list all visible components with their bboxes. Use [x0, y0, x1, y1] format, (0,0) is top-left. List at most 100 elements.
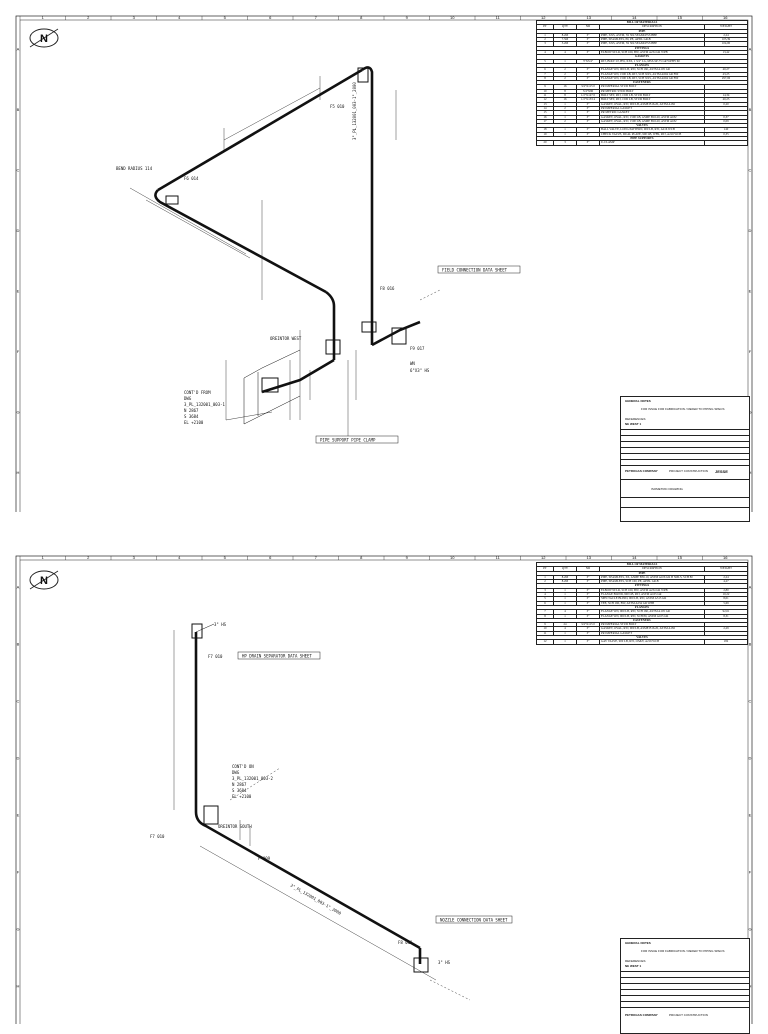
bom-section-row: FASTENERS	[536, 617, 748, 624]
dwg-ref-label: 3_PL_132001_003-1	[184, 402, 226, 407]
border-column-label: 9	[406, 15, 409, 20]
bom-cell-desc: U-CLAMP	[599, 140, 705, 146]
border-row-label: F	[17, 349, 20, 354]
border-column-label: 1	[42, 15, 45, 20]
border-column-label: 6	[269, 15, 272, 20]
bom-section-row: FASTENERS	[536, 80, 748, 86]
border-row-label: E	[749, 813, 752, 818]
f-label: F6 014	[184, 176, 199, 181]
orientation-label: OREINTOR WEST	[270, 336, 302, 341]
bom-cell-nd: 3"	[576, 639, 600, 645]
border-column-label: 14	[632, 555, 637, 560]
bom-cell-wt: 4,27	[704, 579, 748, 585]
border-row-label: G	[748, 409, 751, 414]
border-column-label: 10	[450, 15, 455, 20]
border-row-label: H	[17, 470, 20, 475]
bend-radius-label: BEND RADIUS 114	[116, 166, 153, 171]
border-column-label: 2	[87, 555, 90, 560]
n-coord-label: N 2867	[184, 408, 199, 413]
elevation-label: EL +2100	[232, 794, 252, 799]
bom-section-label: PIPE SUPPORTS	[536, 135, 748, 142]
dwg-label: DWG	[184, 396, 192, 401]
border-row-label: A	[749, 585, 752, 590]
border-row-label: C	[17, 699, 20, 704]
border-column-label: 8	[360, 15, 363, 20]
border-column-label: 13	[587, 555, 592, 560]
pipe-run	[173, 623, 471, 1001]
elevation-label: EL +2100	[184, 420, 204, 425]
conn-from-label: CONT'D FROM	[184, 390, 211, 395]
border-row-label: C	[749, 167, 752, 172]
s-coord-label: S 3684	[232, 788, 247, 793]
border-column-label: 13	[587, 15, 592, 20]
border-column-label: 16	[723, 555, 728, 560]
n-coord-label: N 2867	[232, 782, 247, 787]
border-row-label: C	[749, 699, 752, 704]
border-column-label: 4	[178, 555, 181, 560]
bom-cell-wt: 8,31	[704, 613, 748, 619]
border-row-label: H	[17, 984, 20, 989]
bom-cell-nd: 3"	[576, 140, 600, 146]
border-row-label: D	[17, 228, 20, 233]
border-row-label: A	[17, 46, 20, 51]
border-column-label: 9	[406, 555, 409, 560]
f-label: F8 011	[398, 940, 413, 945]
border-column-label: 3	[133, 555, 136, 560]
title-block: GENERAL NOTES FOR ISSUE FOR FABRICATION …	[620, 938, 750, 1034]
border-column-label: 6	[269, 555, 272, 560]
f-label: F9 017	[410, 346, 425, 351]
wn-label: WN	[410, 361, 415, 366]
s-coord-label: S 3684	[184, 414, 199, 419]
bom-header-cell: WEIGHT	[704, 566, 748, 572]
bom-cell-wt: 13,42	[704, 50, 748, 56]
reference-number: NE WEST 1	[625, 422, 642, 426]
border-column-label: 2	[87, 15, 90, 20]
bom-cell-wt: 2,29	[704, 626, 748, 632]
border-row-label: G	[748, 927, 751, 932]
top-banner-label: FIELD CONNECTION DATA SHEET	[442, 268, 508, 273]
project-name: PROJECT CONSTRUCTION	[669, 1013, 708, 1017]
border-row-label: E	[17, 813, 20, 818]
line-number-label: 3"_PL_132001_003-1"_2000	[352, 82, 357, 140]
border-row-label: B	[749, 107, 752, 112]
f-label: F7 010	[150, 834, 165, 839]
border-row-label: H	[749, 470, 752, 475]
border-row-label: H	[749, 984, 752, 989]
bottom-banner-label: PIPE SUPPORT PIPE CLAMP	[320, 438, 376, 443]
border-row-label: F	[749, 870, 752, 875]
border-column-label: 5	[224, 15, 227, 20]
north-arrow-icon: N	[29, 570, 59, 590]
border-column-label: 12	[541, 555, 546, 560]
border-row-label: A	[17, 585, 20, 590]
bom-cell-wt	[704, 140, 748, 146]
bom-section-row: PIPE SUPPORTS	[536, 135, 748, 142]
references-label: REFERENCES	[625, 417, 646, 421]
border-row-label: C	[17, 167, 20, 172]
border-column-label: 8	[360, 555, 363, 560]
project-name: PROJECT CONSTRUCTION	[669, 469, 708, 473]
border-row-label: B	[17, 642, 20, 647]
border-column-label: 11	[496, 15, 501, 20]
bom-cell-desc: GAV VALVE, 900 LB, RTJ, OS&Y, A216 WCB	[599, 639, 705, 645]
general-note: FOR ISSUE FOR FABRICATION / REFER TO PIP…	[641, 407, 725, 411]
border-column-label: 14	[632, 15, 637, 20]
north-label: N	[40, 575, 48, 587]
bom-cell-wt: 0,20	[704, 101, 748, 107]
border-column-label: 1	[42, 555, 45, 560]
border-row-label: D	[17, 756, 20, 761]
bom-cell-pt: 12	[536, 639, 554, 645]
bom-cell-wt: 5,69	[704, 600, 748, 607]
bom-cell-wt: 0,35	[704, 131, 748, 138]
